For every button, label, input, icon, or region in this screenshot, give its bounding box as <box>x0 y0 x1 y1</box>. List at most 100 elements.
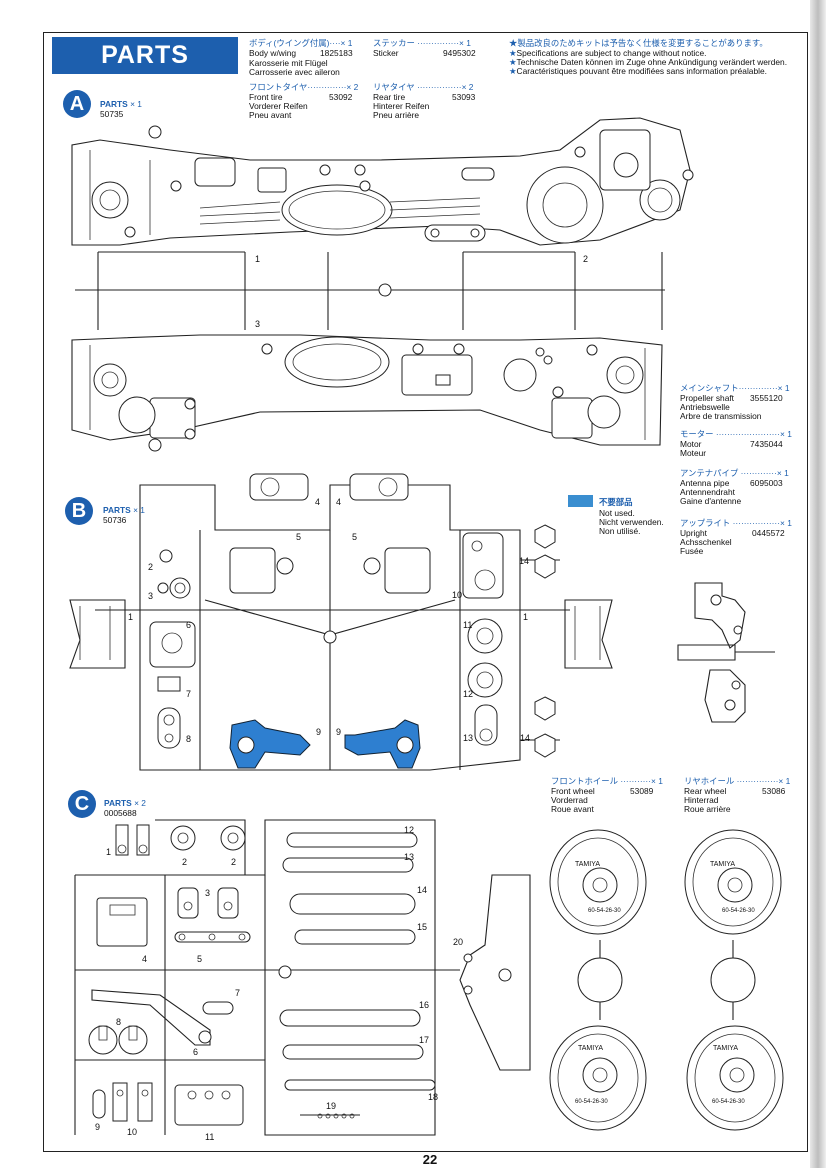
not-used-jp: 不要部品 <box>599 497 633 507</box>
tree-b-label: 11 <box>463 620 472 630</box>
notice-line: Specifications are subject to change wit… <box>516 48 707 58</box>
wheel-jp: フロントホイール ···········× 1 <box>551 776 663 786</box>
not-used-upright-left <box>229 719 311 769</box>
tree-a-label: 3 <box>255 319 260 329</box>
tree-c-label: 1 <box>106 847 111 857</box>
side-part-jp: アンテナパイプ ·············× 1 <box>680 468 789 478</box>
tree-b-label: 6 <box>186 620 191 630</box>
tree-b-label: 13 <box>463 733 473 743</box>
tree-c-label: 2 <box>231 857 236 867</box>
side-part-line: Gaine d'antenne <box>680 496 742 506</box>
b-parts <box>69 473 613 769</box>
tree-c-label: 6 <box>193 1047 198 1057</box>
star-icon: ★ <box>509 57 517 67</box>
side-part-line: Antennendraht <box>680 487 735 497</box>
wheel-code-text: 60-54-26-30 <box>712 1099 745 1105</box>
notice-line: Caractéristiques pouvant être modifiées … <box>516 66 767 76</box>
content-line: Pneu arrière <box>373 110 420 120</box>
section-c-title: PARTS × 2 <box>104 798 146 808</box>
notice-jp: 製品改良のためキットは予告なく仕様を変更することがあります。 <box>517 38 768 48</box>
upright-drawing <box>677 582 775 723</box>
tree-b-label: 1 <box>523 612 528 622</box>
tree-b-labels: 1 1 2 3 4 4 5 5 6 7 8 9 9 10 11 12 13 14… <box>128 497 530 744</box>
page-title: PARTS <box>52 37 238 74</box>
side-part-line: Antenna pipe <box>680 478 730 488</box>
wheel-jp: リヤホイール ···············× 1 <box>684 776 791 786</box>
wheel-code: 53089 <box>630 786 654 796</box>
side-part-line: Propeller shaft <box>680 393 734 403</box>
side-part-code: 0445572 <box>752 528 785 538</box>
wheel-brand: TAMIYA <box>578 1045 603 1052</box>
content-jp: ステッカー ···············× 1 <box>373 38 471 48</box>
tree-c-label: 20 <box>453 937 463 947</box>
wheel-code-text: 60-54-26-30 <box>722 908 755 914</box>
wheel-line: Hinterrad <box>684 795 719 805</box>
tree-a-label: 1 <box>255 254 260 264</box>
content-line: Vorderer Reifen <box>249 101 308 111</box>
wheel-line: Roue avant <box>551 804 594 814</box>
page-edge <box>810 0 826 1168</box>
content-code: 53092 <box>329 92 353 102</box>
star-icon: ★ <box>509 38 518 48</box>
c-parts <box>88 824 531 1126</box>
side-part-line: Arbre de transmission <box>680 411 762 421</box>
tree-b-label: 9 <box>336 727 341 737</box>
content-jp: フロントタイヤ··············× 2 <box>249 82 359 92</box>
tree-c-label: 12 <box>404 825 414 835</box>
star-icon: ★ <box>509 48 517 58</box>
content-line: Sticker <box>373 48 399 58</box>
wheel-rear-top: TAMIYA 60-54-26-30 <box>684 829 782 935</box>
tree-c-label: 2 <box>182 857 187 867</box>
side-part-jp: モーター ·······················× 1 <box>680 429 792 439</box>
wheel-brand: TAMIYA <box>575 861 600 868</box>
side-part-line: Fusée <box>680 546 704 556</box>
tree-c-label: 13 <box>404 852 414 862</box>
wheel-code-text: 60-54-26-30 <box>575 1099 608 1105</box>
tree-b-label: 9 <box>316 727 321 737</box>
wheel-front-bottom: TAMIYA 60-54-26-30 <box>549 1025 647 1131</box>
chassis-upper <box>71 117 694 246</box>
side-part-line: Achsschenkel <box>680 537 732 547</box>
content-jp: リヤタイヤ ················× 2 <box>373 82 474 92</box>
wheel-code: 53086 <box>762 786 786 796</box>
tree-c-label: 11 <box>205 1132 214 1142</box>
wheel-rear-bottom: TAMIYA 60-54-26-30 <box>686 1025 784 1131</box>
section-c-badge: C <box>68 790 96 818</box>
tree-c-label: 9 <box>95 1122 100 1132</box>
tree-c-label: 7 <box>235 988 240 998</box>
side-part-jp: メインシャフト··············× 1 <box>680 383 790 393</box>
sprue-a <box>75 251 665 330</box>
chassis-lower <box>71 334 663 452</box>
tree-b-label: 4 <box>315 497 320 507</box>
wheel-front-top: TAMIYA 60-54-26-30 <box>549 829 647 935</box>
side-part-line: Moteur <box>680 448 707 458</box>
tree-b-label: 3 <box>148 591 153 601</box>
star-icon: ★ <box>509 66 517 76</box>
side-part-jp: アップライト ·················× 1 <box>680 518 792 528</box>
wheel-brand: TAMIYA <box>713 1045 738 1052</box>
tree-c-label: 15 <box>417 922 427 932</box>
section-a-badge: A <box>63 90 91 118</box>
content-line: Hinterer Reifen <box>373 101 430 111</box>
content-line: Front tire <box>249 92 283 102</box>
tree-c-label: 18 <box>428 1092 438 1102</box>
content-code: 9495302 <box>443 48 476 58</box>
side-part-line: Upright <box>680 528 707 538</box>
tree-c-label: 3 <box>205 888 210 898</box>
tree-b-label: 4 <box>336 497 341 507</box>
content-code: 53093 <box>452 92 476 102</box>
tree-c-label: 10 <box>127 1127 137 1137</box>
tree-c-label: 8 <box>116 1017 121 1027</box>
tree-c-label: 5 <box>197 954 202 964</box>
tree-a-label: 2 <box>583 254 588 264</box>
tree-b-label: 5 <box>352 532 357 542</box>
content-line: Body w/wing <box>249 48 297 58</box>
tree-b-label: 8 <box>186 734 191 744</box>
not-used-line: Not used. <box>599 508 635 518</box>
wheel-line: Roue arrière <box>684 804 731 814</box>
sprue-c <box>74 819 460 1136</box>
content-line: Rear tire <box>373 92 406 102</box>
section-b-title: PARTS × 1 <box>103 505 145 515</box>
wheel-line: Rear wheel <box>684 786 727 796</box>
